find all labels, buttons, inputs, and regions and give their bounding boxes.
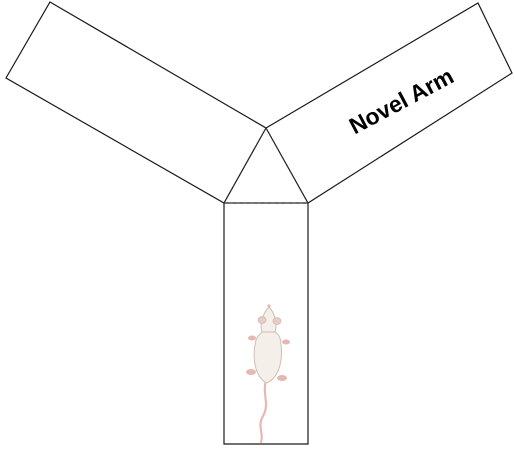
left-arm <box>6 2 266 203</box>
